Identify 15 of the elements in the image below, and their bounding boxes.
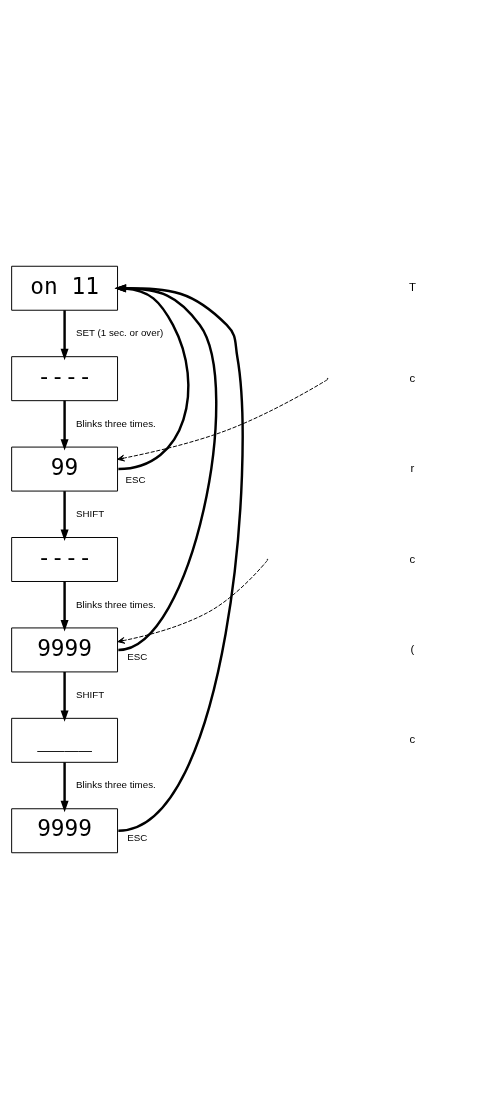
label: c: [409, 733, 416, 746]
label: r: [410, 462, 415, 475]
edge-label: SHIFT: [76, 508, 105, 520]
edge-label: ESC: [127, 650, 148, 662]
label: (: [410, 642, 415, 655]
edge-label: ESC: [125, 473, 146, 485]
edge-label: Blinks three times.: [76, 598, 156, 610]
label: c: [409, 371, 416, 384]
label: T: [408, 281, 416, 294]
edge-label: SET (1 sec. or over): [76, 327, 164, 339]
edge-label: Blinks three times.: [76, 779, 156, 791]
edge-label: ESC: [127, 831, 148, 843]
label: c: [409, 552, 416, 565]
edge-label: Blinks three times.: [76, 417, 156, 429]
edge-label: SHIFT: [76, 689, 105, 701]
